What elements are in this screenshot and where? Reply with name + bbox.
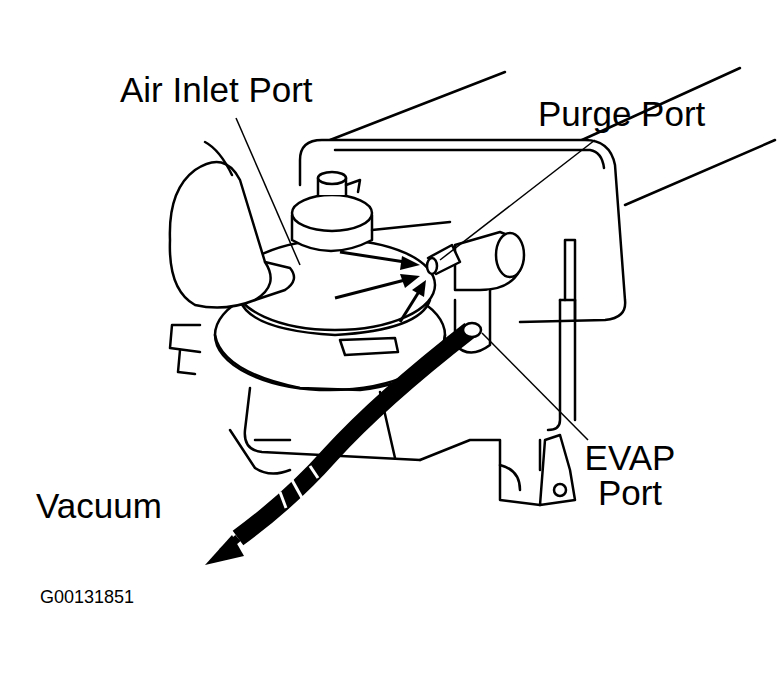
flow-arrowhead [412,280,426,297]
flow-arrow [340,252,405,262]
vacuum-arrowhead [205,535,244,565]
evap-port-nipple [463,323,481,337]
flow-arrow [400,290,420,322]
fingernail [255,262,271,300]
canister-tab [560,300,575,320]
bracket [500,465,520,490]
canister-rim [335,150,604,168]
air-inlet-cap-top [292,195,372,231]
flow-arrowhead [400,274,420,288]
direction-label: Vacuum [36,488,162,523]
canister-tab [565,240,575,300]
side-connector [178,350,195,374]
hose-break [280,492,286,508]
part-label: EVAP Port [570,440,690,510]
vacuum-line [372,222,450,230]
bracket-foot [540,435,575,505]
cap-nipple-top [318,172,346,184]
cap-spout [346,180,360,192]
elbow-opening [496,233,524,277]
bracket [420,440,540,505]
leader-line [236,118,300,265]
flow-arrow [335,280,405,298]
leader-line [482,333,588,440]
canister-edge [330,72,505,140]
vent-slot [340,338,398,355]
side-connector [170,325,200,352]
part-label: Air Inlet Port [120,72,313,107]
pipe [574,300,577,420]
bracket-hole [554,484,566,496]
bracket-leg [255,439,290,442]
part-label: Purge Port [538,96,705,131]
hose-break [292,480,302,498]
leader-line [440,140,595,260]
bracket-leg [230,430,290,474]
cap-nipple [318,173,346,195]
canister-edge [625,140,775,205]
purge-port-tip [427,258,437,274]
finger-outline [205,142,232,175]
bracket [539,440,542,470]
figure-id: G00131851 [40,588,134,606]
purge-port-tube [428,245,460,274]
vacuum-hose [238,330,470,538]
flow-arrowhead [400,256,420,270]
finger [170,162,294,308]
hose-break [310,466,318,478]
